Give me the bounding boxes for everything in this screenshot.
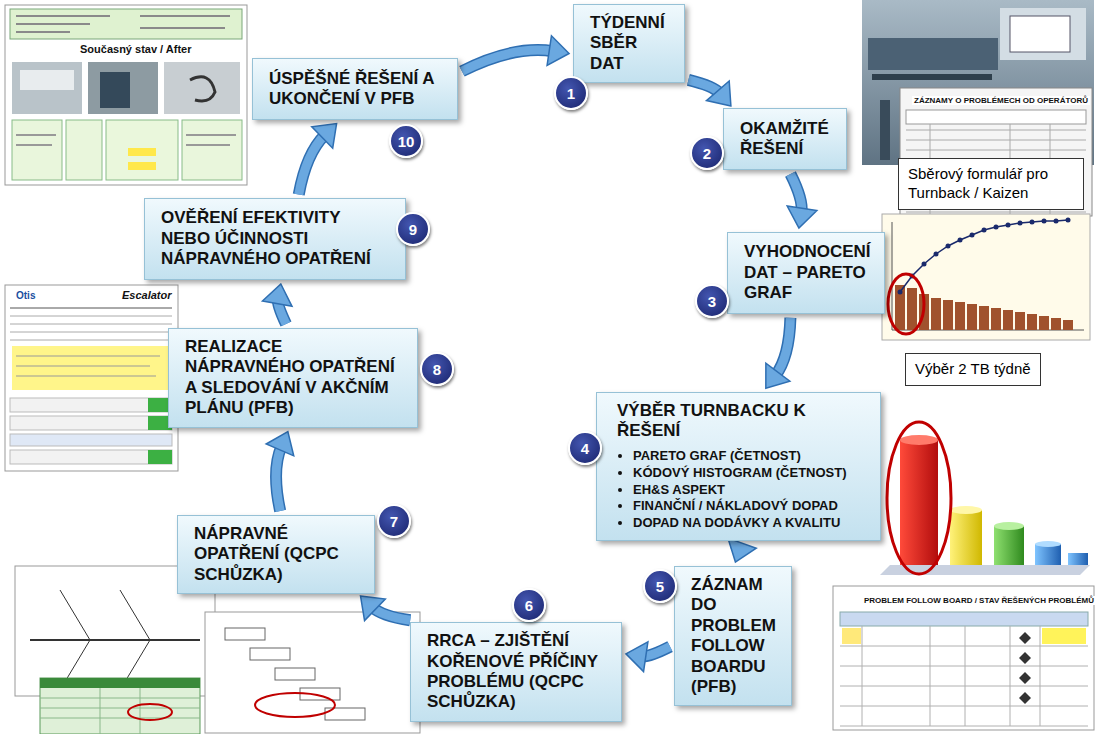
- cycle-arrow: [262, 284, 292, 324]
- cycle-arrow: [728, 538, 756, 562]
- arrow-head: [312, 124, 337, 149]
- pareto-chart: [882, 214, 1090, 340]
- step-title: VYHODNOCENÍ DAT – PARETO GRAF: [744, 242, 872, 303]
- action-plan-sheet: [5, 285, 178, 471]
- criteria-item: EH&S ASPEKT: [633, 482, 868, 499]
- process-step-box: REALIZACE NÁPRAVNÉHO OPATŘENÍ A SLEDOVÁN…: [168, 328, 418, 428]
- sheet-caption: ZÁZNAMY O PROBLÉMECH OD OPERÁTORŮ: [912, 96, 1090, 105]
- callout-number: 6: [512, 588, 546, 622]
- arrow-outline: [299, 135, 325, 195]
- callout-number: 5: [643, 569, 677, 603]
- cycle-arrow: [766, 318, 791, 388]
- arrow-head: [706, 81, 730, 106]
- arrow-shaft: [299, 135, 325, 195]
- process-step-box: TÝDENNÍ SBĚR DAT1: [573, 4, 685, 83]
- note-box: Výběr 2 TB týdně: [905, 353, 1041, 386]
- sheet-caption: PROBLEM FOLLOW BOARD / STAV ŘEŠENÝCH PRO…: [862, 596, 1096, 605]
- arrow-head: [766, 363, 790, 388]
- callout-number: 3: [695, 284, 729, 318]
- note-text: Sběrový formulář pro Turnback / Kaizen: [908, 165, 1074, 203]
- problem-follow-board: [833, 586, 1094, 730]
- criteria-item: FINANČNÍ / NÁKLADOVÝ DOPAD: [633, 498, 868, 515]
- sheet-caption: Escalator: [120, 289, 174, 301]
- process-step-box: OKAMŽITÉ ŘEŠENÍ2: [723, 108, 847, 170]
- arrow-shaft: [276, 446, 281, 511]
- process-step-box: ZÁZNAM DO PROBLEM FOLLOW BOARDU (PFB)5: [674, 566, 792, 706]
- workshop-photo: [862, 0, 1094, 165]
- arrow-head: [728, 538, 756, 562]
- step-title: ÚSPĚŠNÉ ŘEŠENÍ A UKONČENÍ V PFB: [269, 69, 445, 110]
- callout-number: 7: [377, 504, 411, 538]
- arrow-shaft: [462, 50, 553, 71]
- step-title: RRCA – ZJIŠTĚNÍ KOŘENOVÉ PŘÍČINY PROBLÉM…: [427, 631, 609, 713]
- step-title: TÝDENNÍ SBĚR DAT: [590, 13, 672, 74]
- process-step-box: RRCA – ZJIŠTĚNÍ KOŘENOVÉ PŘÍČINY PROBLÉM…: [410, 622, 622, 722]
- callout-number: 4: [568, 431, 602, 465]
- process-step-box: OVĚŘENÍ EFEKTIVITY NEBO ÚČINNOSTI NÁPRAV…: [144, 198, 406, 280]
- arrow-head: [361, 596, 386, 621]
- cycle-arrow: [688, 80, 730, 106]
- sheet-caption: Otis: [14, 290, 37, 301]
- sheet-caption: Současný stav / After: [78, 43, 193, 55]
- criteria-item: KÓDOVÝ HISTOGRAM (ČETNOST): [633, 465, 868, 482]
- arrow-head: [547, 36, 569, 66]
- callout-number: 8: [420, 352, 454, 386]
- step-title: REALIZACE NÁPRAVNÉHO OPATŘENÍ A SLEDOVÁN…: [185, 337, 405, 419]
- cycle-arrow: [299, 124, 337, 195]
- step-title: VÝBĚR TURNBACKU K ŘEŠENÍ: [617, 401, 868, 442]
- arrow-head: [626, 642, 648, 672]
- process-step-box: NÁPRAVNÉ OPATŘENÍ (QCPC SCHŮZKA)7: [177, 515, 375, 594]
- callout-number: 2: [690, 136, 724, 170]
- arrow-head: [262, 284, 292, 306]
- criteria-item: PARETO GRAF (ČETNOST): [633, 448, 868, 465]
- cycle-arrow: [266, 432, 294, 511]
- cycle-arrow: [462, 36, 569, 71]
- callout-number: 1: [554, 76, 588, 110]
- note-text: Výběr 2 TB týdně: [915, 360, 1031, 379]
- after-report-sheet: [5, 5, 247, 185]
- process-step-box: VYHODNOCENÍ DAT – PARETO GRAF3: [727, 232, 885, 314]
- arrow-outline: [276, 446, 281, 511]
- arrow-outline: [775, 318, 790, 376]
- note-box: Sběrový formulář pro Turnback / Kaizen: [898, 158, 1084, 210]
- arrow-shaft: [372, 607, 410, 620]
- bar-chart-3d: [878, 392, 1096, 582]
- callout-number: 10: [389, 124, 423, 158]
- cycle-arrow: [787, 174, 817, 228]
- cycle-arrow: [361, 596, 411, 621]
- step-title: NÁPRAVNÉ OPATŘENÍ (QCPC SCHŮZKA): [194, 524, 362, 585]
- process-step-box: VÝBĚR TURNBACKU K ŘEŠENÍ PARETO GRAF (ČET…: [596, 392, 881, 541]
- step-title: OVĚŘENÍ EFEKTIVITY NEBO ÚČINNOSTI NÁPRAV…: [161, 208, 393, 269]
- arrow-shaft: [775, 318, 790, 376]
- criteria-list: PARETO GRAF (ČETNOST)KÓDOVÝ HISTOGRAM (Č…: [617, 448, 868, 532]
- criteria-item: DOPAD NA DODÁVKY A KVALITU: [633, 515, 868, 532]
- callout-number: 9: [396, 212, 430, 246]
- step-title: ZÁZNAM DO PROBLEM FOLLOW BOARDU (PFB): [691, 575, 779, 697]
- process-step-box: ÚSPĚŠNÉ ŘEŠENÍ A UKONČENÍ V PFB10: [252, 58, 458, 120]
- cycle-arrow: [626, 642, 670, 672]
- arrow-head: [787, 206, 817, 228]
- arrow-outline: [462, 50, 553, 71]
- arrow-head: [266, 432, 294, 456]
- step-title: OKAMŽITÉ ŘEŠENÍ: [740, 119, 834, 160]
- arrow-outline: [372, 607, 410, 620]
